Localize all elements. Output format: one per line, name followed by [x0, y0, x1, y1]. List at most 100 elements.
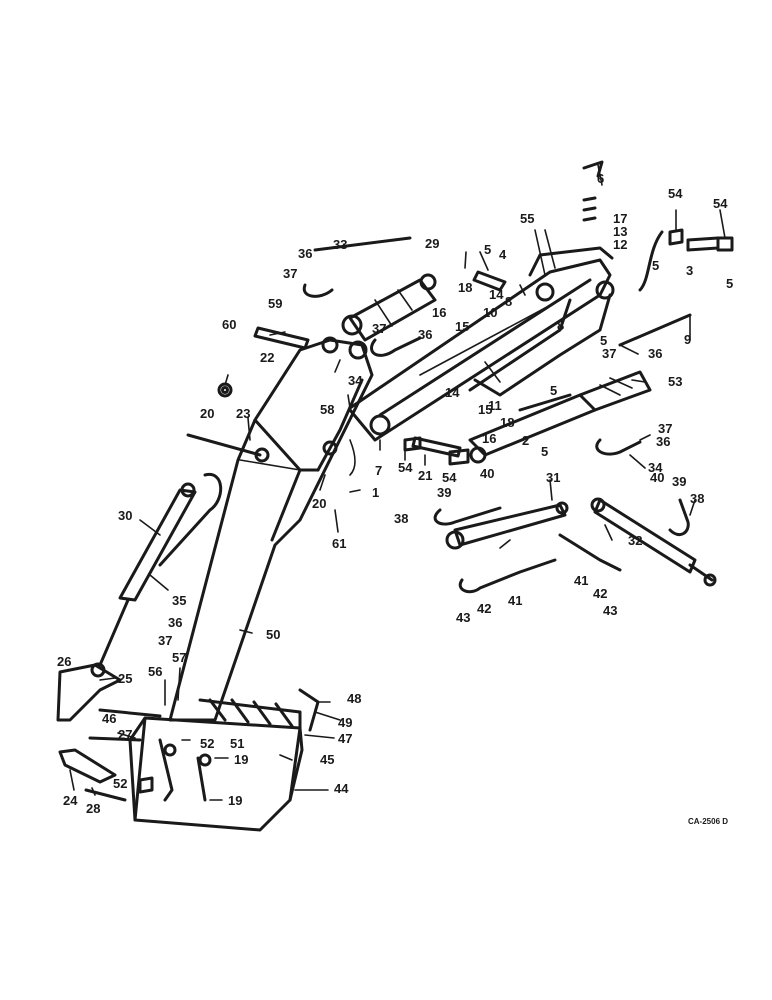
callout-36d: 36 — [418, 327, 432, 342]
callout-40a: 40 — [650, 470, 664, 485]
callout-18a: 18 — [458, 280, 472, 295]
callout-42a: 42 — [593, 586, 607, 601]
callout-14b: 14 — [445, 385, 460, 400]
callout-51: 51 — [230, 736, 244, 751]
callout-50: 50 — [266, 627, 280, 642]
callout-12: 12 — [613, 237, 627, 252]
pins-and-bushings — [56, 160, 734, 802]
callout-4: 4 — [499, 247, 507, 262]
callout-21: 21 — [418, 468, 432, 483]
callout-54d: 54 — [442, 470, 457, 485]
callout-53: 53 — [668, 374, 682, 389]
bucket — [128, 688, 320, 832]
callout-19b: 19 — [228, 793, 242, 808]
callout-20b: 20 — [312, 496, 326, 511]
callout-38a: 38 — [690, 491, 704, 506]
callout-35: 35 — [172, 593, 186, 608]
callout-18b: 18 — [500, 415, 514, 430]
callout-22: 22 — [260, 350, 274, 365]
callout-58: 58 — [320, 402, 334, 417]
callout-54c: 54 — [398, 460, 413, 475]
callout-9: 9 — [684, 332, 691, 347]
callout-36b: 36 — [656, 434, 670, 449]
callout-43b: 43 — [456, 610, 470, 625]
callout-52a: 52 — [200, 736, 214, 751]
callout-36a: 36 — [648, 346, 662, 361]
callout-39a: 39 — [672, 474, 686, 489]
stabilizer-cylinder-left — [445, 501, 569, 550]
callout-10: 10 — [483, 305, 497, 320]
callout-61: 61 — [332, 536, 346, 551]
callout-56: 56 — [148, 664, 162, 679]
callout-15b: 15 — [478, 402, 492, 417]
callout-8b: 8 — [557, 318, 564, 333]
callout-57: 57 — [172, 650, 186, 665]
callout-31: 31 — [546, 470, 560, 485]
callout-11: 11 — [488, 398, 502, 413]
callout-54: 54 — [668, 186, 683, 201]
callout-45: 45 — [320, 752, 334, 767]
callout-40b: 40 — [480, 466, 494, 481]
callout-3: 3 — [686, 263, 693, 278]
callout-1: 1 — [372, 485, 379, 500]
callout-25: 25 — [118, 671, 132, 686]
callout-34b: 34 — [348, 373, 363, 388]
callout-59: 59 — [268, 296, 282, 311]
callout-2: 2 — [522, 433, 529, 448]
callout-7: 7 — [375, 463, 382, 478]
callout-38b: 38 — [394, 511, 408, 526]
callout-37c: 37 — [283, 266, 297, 281]
callout-26: 26 — [57, 654, 71, 669]
callout-39b: 39 — [437, 485, 451, 500]
callout-52b: 52 — [113, 776, 127, 791]
leader-lines — [69, 164, 726, 796]
callout-20a: 20 — [200, 406, 214, 421]
callout-16a: 16 — [432, 305, 446, 320]
callout-37b: 37 — [658, 421, 672, 436]
callout-5e: 5 — [550, 383, 557, 398]
callout-43a: 43 — [603, 603, 617, 618]
callout-30: 30 — [118, 508, 132, 523]
callout-36c: 36 — [298, 246, 312, 261]
callout-labels: 6 17 13 12 54 54 3 5 5 55 5 4 8 8 9 5 37… — [57, 171, 733, 826]
callout-44: 44 — [334, 781, 349, 796]
callout-15a: 15 — [455, 319, 469, 334]
callout-5c: 5 — [484, 242, 491, 257]
callout-47: 47 — [338, 731, 352, 746]
callout-54b: 54 — [713, 196, 728, 211]
callout-8a: 8 — [505, 294, 512, 309]
callout-16b: 16 — [482, 431, 496, 446]
callout-46: 46 — [102, 711, 116, 726]
callout-49: 49 — [338, 715, 352, 730]
stabilizer-cylinder-right — [590, 497, 717, 587]
callout-41b: 41 — [508, 593, 522, 608]
callout-29: 29 — [425, 236, 439, 251]
callout-37d: 37 — [372, 321, 386, 336]
callout-60: 60 — [222, 317, 236, 332]
callout-6: 6 — [597, 171, 604, 186]
callout-36e: 36 — [168, 615, 182, 630]
callout-55: 55 — [520, 211, 534, 226]
callout-5b: 5 — [726, 276, 733, 291]
bucket-cylinder — [90, 473, 223, 678]
boom-cylinder — [341, 273, 437, 342]
callout-14a: 14 — [489, 287, 504, 302]
swing-frame — [348, 246, 615, 442]
callout-5f: 5 — [541, 444, 548, 459]
callout-5a: 5 — [652, 258, 659, 273]
dipper-cylinder — [468, 370, 652, 464]
callout-13: 13 — [613, 224, 627, 239]
callout-37e: 37 — [158, 633, 172, 648]
callout-27: 27 — [118, 727, 132, 742]
callout-19a: 19 — [234, 752, 248, 767]
boom — [168, 336, 374, 722]
callout-34a: 34 — [648, 460, 663, 475]
callout-42b: 42 — [477, 601, 491, 616]
callout-24: 24 — [63, 793, 78, 808]
callout-23: 23 — [236, 406, 250, 421]
callout-5d: 5 — [600, 333, 607, 348]
callout-32: 32 — [628, 533, 642, 548]
callout-41a: 41 — [574, 573, 588, 588]
drawing-code: CA-2506 D — [688, 817, 728, 826]
